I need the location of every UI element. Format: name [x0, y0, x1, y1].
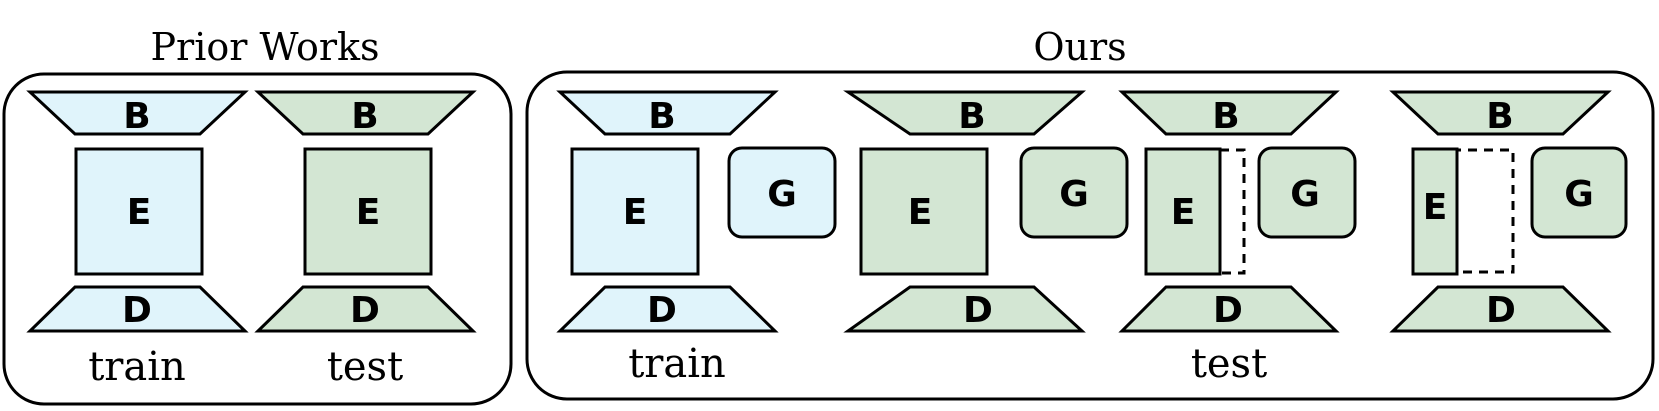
prior-test-encoder-block [303, 147, 433, 276]
ours-test2-decoder-label: D [1213, 290, 1243, 331]
ours-test3-encoder-block [1411, 147, 1459, 276]
ours-test3-decoder-block [1389, 285, 1612, 333]
ours-test1-decoder-block [843, 285, 1086, 333]
ours-train-caption: train [628, 341, 726, 387]
ours-test-model-minimal: B E G D [1389, 90, 1628, 333]
ours-test3-encoder-label: E [1423, 187, 1448, 228]
ours-train-backbone-label: B [648, 96, 675, 137]
ours-test1-encoder-block [859, 147, 989, 276]
ours-train-encoder-block [570, 147, 700, 276]
prior-test-backbone-block [254, 90, 477, 136]
ours-test2-generator-block [1257, 146, 1357, 239]
ours-train-generator-block [727, 146, 837, 239]
ours-train-decoder-label: D [647, 290, 677, 331]
prior-train-backbone-block [26, 90, 249, 136]
ours-test1-backbone-block [843, 90, 1086, 136]
ours-test2-decoder-block [1118, 285, 1340, 333]
ours-test3-decoder-label: D [1486, 290, 1516, 331]
prior-test-model: B E D test [254, 90, 477, 390]
prior-train-backbone-label: B [123, 96, 150, 137]
ours-test3-generator-label: G [1564, 174, 1594, 215]
prior-train-decoder-block [26, 285, 249, 333]
ours-panel [525, 70, 1655, 401]
prior-train-encoder-block [74, 147, 204, 276]
ours-test2-encoder-block [1144, 147, 1222, 276]
ours-test3-backbone-label: B [1486, 96, 1513, 137]
prior-test-backbone-label: B [351, 96, 378, 137]
ours-test3-generator-block [1530, 146, 1628, 239]
prior-test-decoder-label: D [350, 290, 380, 331]
prior-train-model: B E D train [26, 90, 249, 390]
prior-works-title: Prior Works [150, 25, 379, 69]
prior-test-caption: test [327, 344, 403, 390]
prior-train-encoder-label: E [127, 192, 152, 233]
prior-works-group: Prior Works B E D train B E D test [2, 25, 513, 406]
ours-test1-backbone-label: B [958, 96, 985, 137]
ours-test1-decoder-label: D [963, 290, 993, 331]
ours-test2-generator-label: G [1290, 174, 1320, 215]
prior-test-decoder-block [254, 285, 477, 333]
ours-train-decoder-block [556, 285, 779, 333]
ours-group: Ours B E G D train B E G D B [525, 25, 1655, 401]
prior-train-decoder-label: D [122, 290, 152, 331]
ours-test-model-full: B E G D [843, 90, 1129, 333]
ours-title: Ours [1033, 25, 1126, 69]
ours-train-backbone-block [556, 90, 779, 136]
ours-test2-encoder-label: E [1171, 192, 1196, 233]
ours-test-caption: test [1191, 341, 1267, 387]
ours-test3-backbone-block [1389, 90, 1612, 136]
ours-test1-encoder-label: E [908, 192, 933, 233]
prior-train-caption: train [88, 344, 186, 390]
prior-test-encoder-label: E [356, 192, 381, 233]
prior-works-panel [2, 72, 513, 406]
ours-test1-generator-label: G [1059, 174, 1089, 215]
ours-test1-generator-block [1019, 146, 1129, 239]
ours-test-model-pruned: B E G D [1118, 90, 1357, 333]
ours-train-encoder-label: E [623, 192, 648, 233]
ours-test2-backbone-label: B [1212, 96, 1239, 137]
ours-test2-backbone-block [1118, 90, 1340, 136]
ours-train-generator-label: G [767, 174, 797, 215]
ours-train-model: B E G D train [556, 90, 837, 387]
